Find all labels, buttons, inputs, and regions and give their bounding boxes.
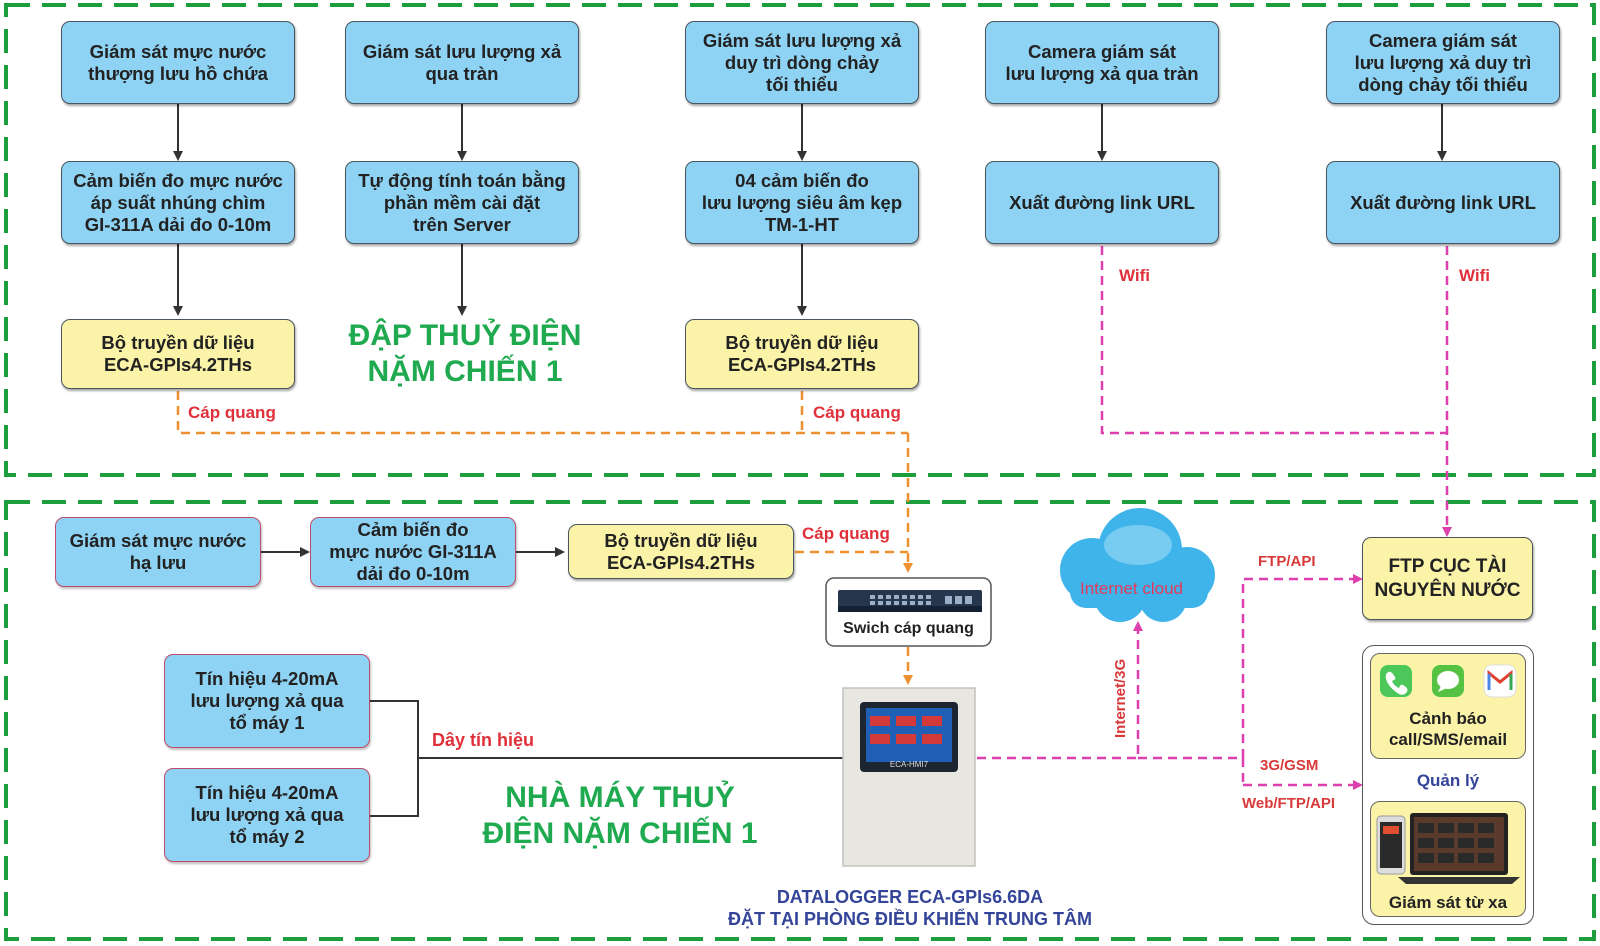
cloud-label: Internet cloud [1080,579,1184,598]
web-ftp-api-label: Web/FTP/API [1242,795,1336,812]
col5-wifi-label: Wifi [1459,266,1491,285]
network-switch-icon [825,577,992,647]
downstream-monitor-box: Giám sát mực nước hạ lưu [55,517,261,587]
col5-camera-minflow-box: Camera giám sát lưu lượng xả duy trì dòn… [1326,21,1560,104]
ftp-water-resources-box: FTP CỤC TÀI NGUYÊN NƯỚC [1362,537,1533,620]
col2-spillway-monitor-box: Giám sát lưu lượng xả qua tràn [345,21,579,104]
downstream-transmitter-box: Bộ truyền dữ liệu ECA-GPIs4.2THs [568,524,794,579]
downstream-sensor-box: Cảm biến đo mực nước GI-311A dải đo 0-10… [310,517,516,587]
col3-fiber-label: Cáp quang [813,403,901,422]
manage-label: Quản lý [1416,771,1480,790]
col2-software-calc-box: Tự động tính toán bằng phần mềm cài đặt … [345,161,579,244]
switch-label: Swich cáp quang [843,620,974,637]
plant-title: NHÀ MÁY THUỶ ĐIỆN NẶM CHIẾN 1 [482,781,758,850]
ftp-api-line [1138,574,1363,760]
laptop-icon [1398,813,1520,884]
cloud-icon [1060,508,1215,622]
datalogger-caption: DATALOGGER ECA-GPIs6.6DA ĐẶT TẠI PHÒNG Đ… [728,887,1092,929]
datalogger-screen-label: ECA-HMI7 [889,760,929,769]
smartphone-icon [1376,815,1406,875]
phone-icon [1380,665,1412,697]
gmail-icon [1483,664,1517,698]
plant-section-border [4,500,1596,941]
col3-transmitter-box: Bộ truyền dữ liệu ECA-GPIs4.2THs [685,319,919,389]
col4-wifi-label: Wifi [1119,266,1151,285]
col1-pressure-sensor-box: Cảm biến đo mực nước áp suất nhúng chìm … [61,161,295,244]
sms-icon [1432,665,1464,697]
dam-section-border [4,3,1596,477]
wifi-line-col4 [1100,246,1447,435]
fiber-line-col1 [176,391,908,435]
col1-transmitter-box: Bộ truyền dữ liệu ECA-GPIs4.2THs [61,319,295,389]
datalogger-cabinet [842,687,976,867]
col5-url-export-box: Xuất đường link URL [1326,161,1560,244]
downstream-fiber-label: Cáp quang [802,524,890,543]
gsm-label: 3G/GSM [1260,757,1319,774]
dam-title: ĐẬP THUỶ ĐIỆN NẶM CHIẾN 1 [348,319,582,388]
signal-unit2-box: Tín hiệu 4-20mA lưu lượng xả qua tổ máy … [164,768,370,862]
col4-url-export-box: Xuất đường link URL [985,161,1219,244]
col1-fiber-label: Cáp quang [188,403,276,422]
col3-minflow-monitor-box: Giám sát lưu lượng xả duy trì dòng chảy … [685,21,919,104]
col1-upstream-monitor-box: Giám sát mực nước thượng lưu hồ chứa [61,21,295,104]
datalogger-uplink [977,621,1143,760]
col4-camera-spillway-box: Camera giám sát lưu lượng xả qua tràn [985,21,1219,104]
signal-unit1-box: Tín hiệu 4-20mA lưu lượng xả qua tổ máy … [164,654,370,748]
remote-monitor-label: Giám sát từ xa [1388,893,1508,912]
signal-wire-label: Dây tín hiệu [432,730,535,750]
ftp-api-label: FTP/API [1258,553,1316,570]
col3-ultrasonic-sensor-box: 04 cảm biến đo lưu lượng siêu âm kẹp TM-… [685,161,919,244]
alert-label: Cảnh báo call/SMS/email [1388,709,1508,749]
